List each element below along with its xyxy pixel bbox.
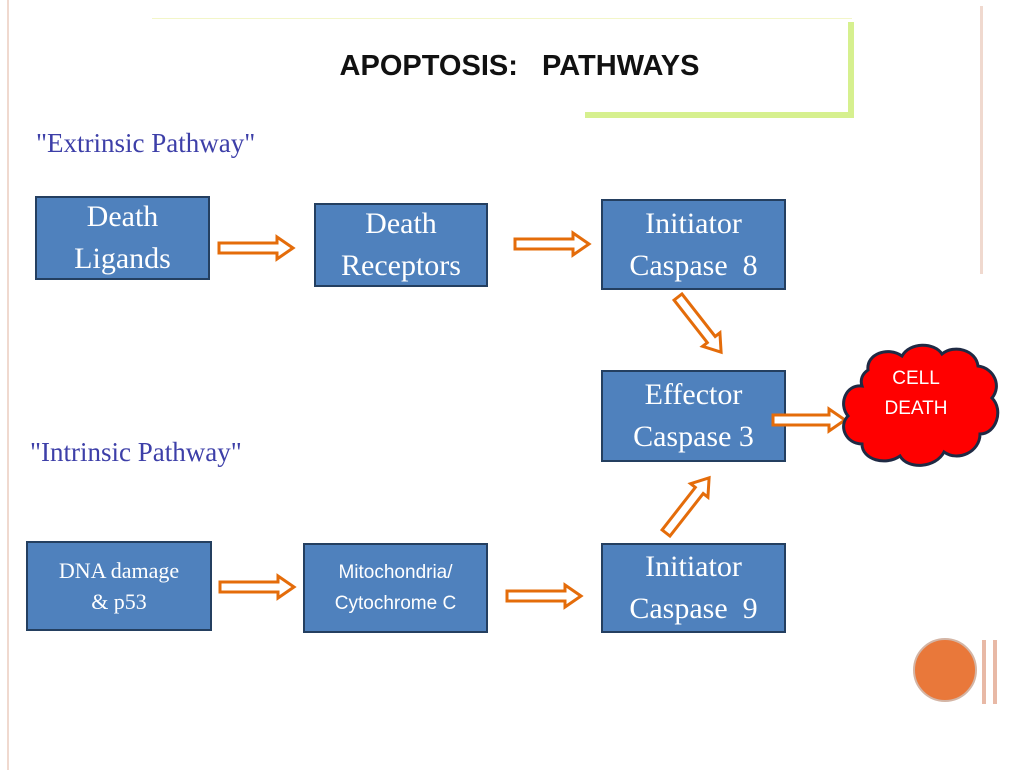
cell-death-line-1: CELL <box>892 368 940 389</box>
arrow-dna-to-mitochondria-icon <box>218 573 297 601</box>
dna-damage-box: DNA damage & p53 <box>26 541 212 631</box>
arrow-caspase9-to-effector-icon <box>659 475 711 539</box>
arrow-effector-to-cell-death-icon <box>771 406 848 434</box>
arrow-receptors-to-caspase8-icon <box>513 230 592 258</box>
left-border-line <box>7 0 9 770</box>
slide-title: APOPTOSIS: PATHWAYS <box>339 50 700 82</box>
cell-death-label: CELL DEATH <box>866 364 966 424</box>
effector-caspase-3-box: Effector Caspase 3 <box>601 370 786 462</box>
title-frame <box>152 18 852 116</box>
arrow-caspase8-to-effector-icon <box>671 291 723 355</box>
initiator-caspase-9-box: Initiator Caspase 9 <box>601 543 786 633</box>
initiator-caspase-9-line-2: Caspase 9 <box>629 592 758 625</box>
decorative-circle-icon <box>913 638 977 702</box>
initiator-caspase-8-line-2: Caspase 8 <box>629 248 758 282</box>
mitochondria-line-1: Mitochondria/ <box>338 562 453 583</box>
mitochondria-line-2: Cytochrome C <box>334 593 457 614</box>
death-ligands-line-1: Death <box>86 200 159 233</box>
death-receptors-line-1: Death <box>365 207 437 240</box>
dna-damage-line-1: DNA damage <box>58 558 180 583</box>
effector-line-1: Effector <box>644 378 743 411</box>
decorative-bar-1 <box>982 640 986 704</box>
arrow-mitochondria-to-caspase9-icon <box>505 582 584 610</box>
decorative-bar-2 <box>993 640 997 704</box>
death-receptors-line-2: Receptors <box>341 249 461 282</box>
extrinsic-pathway-label: "Extrinsic Pathway" <box>36 128 256 158</box>
death-ligands-box: Death Ligands <box>35 196 210 280</box>
cell-death-line-2: DEATH <box>884 398 948 419</box>
title-frame-accent-bottom <box>585 112 854 118</box>
effector-line-2: Caspase 3 <box>633 420 754 453</box>
cell-death-cloud-icon <box>842 343 1000 467</box>
initiator-caspase-8-box: Initiator Caspase 8 <box>601 199 786 290</box>
dna-damage-line-2: & p53 <box>91 589 147 614</box>
initiator-caspase-9-line-1: Initiator <box>645 550 742 583</box>
intrinsic-pathway-label: "Intrinsic Pathway" <box>30 437 242 467</box>
death-receptors-box: Death Receptors <box>314 203 488 287</box>
initiator-caspase-8-line-1: Initiator <box>645 206 742 240</box>
death-ligands-line-2: Ligands <box>74 242 171 275</box>
title-frame-accent-right <box>848 22 854 118</box>
right-border-line <box>980 6 983 274</box>
mitochondria-box: Mitochondria/ Cytochrome C <box>303 543 488 633</box>
arrow-ligands-to-receptors-icon <box>217 234 296 262</box>
